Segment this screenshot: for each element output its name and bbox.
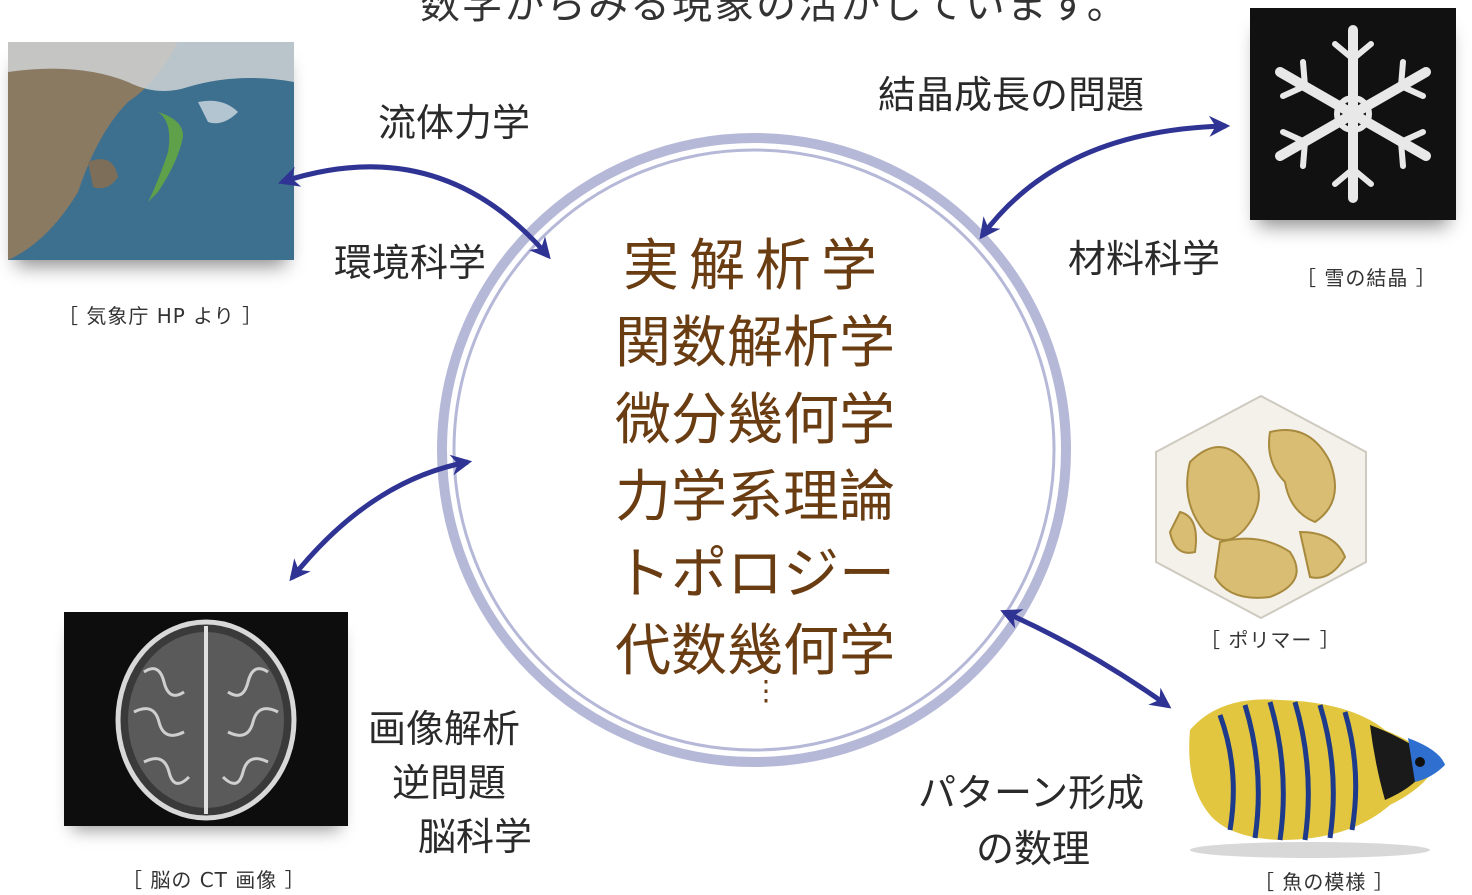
snowflake-image (1250, 8, 1456, 220)
label-inverse-problem: 逆問題 (392, 761, 507, 805)
label-image-analysis: 画像解析 (368, 707, 521, 751)
polymer-caption: ［ ポリマー ］ (1200, 628, 1341, 652)
field-algebraic-geometry: 代数幾何学 (615, 619, 895, 684)
weather-caption: ［ 気象庁 HP より ］ (58, 304, 264, 328)
label-crystal-growth: 結晶成長の問題 (878, 73, 1145, 117)
fish-image (1170, 690, 1460, 858)
label-pattern-formation: パターン形成 (918, 771, 1145, 815)
label-brain-science: 脳科学 (418, 815, 533, 859)
snow-caption: ［ 雪の結晶 ］ (1296, 266, 1437, 290)
label-fluid-dynamics: 流体力学 (378, 101, 531, 145)
field-topology: トポロジー (615, 542, 895, 607)
math-fields-list: 実解析学 関数解析学 微分幾何学 力学系理論 トポロジー 代数幾何学 (560, 228, 950, 690)
label-materials-science: 材料科学 (1068, 237, 1221, 281)
field-dynamical-systems: 力学系理論 (615, 465, 895, 530)
central-ring (437, 133, 1071, 767)
arrow-brain (289, 454, 473, 582)
brain-ct-image (64, 612, 348, 826)
arrow-fluid (278, 164, 551, 260)
ellipsis-vertical: ⋮ (752, 674, 780, 707)
field-functional-analysis: 関数解析学 (615, 311, 895, 376)
polymer-image (1150, 392, 1372, 622)
arrow-crystal (979, 115, 1231, 240)
label-environmental-science: 環境科学 (334, 241, 487, 285)
field-real-analysis: 実解析学 (623, 234, 887, 299)
arrow-pattern (1000, 609, 1172, 709)
label-pattern-math: の数理 (976, 827, 1091, 871)
weather-satellite-image (8, 42, 294, 260)
fish-caption: ［ 魚の模様 ］ (1254, 870, 1395, 894)
field-differential-geometry: 微分幾何学 (615, 388, 895, 453)
brain-caption: ［ 脳の CT 画像 ］ (122, 868, 306, 892)
